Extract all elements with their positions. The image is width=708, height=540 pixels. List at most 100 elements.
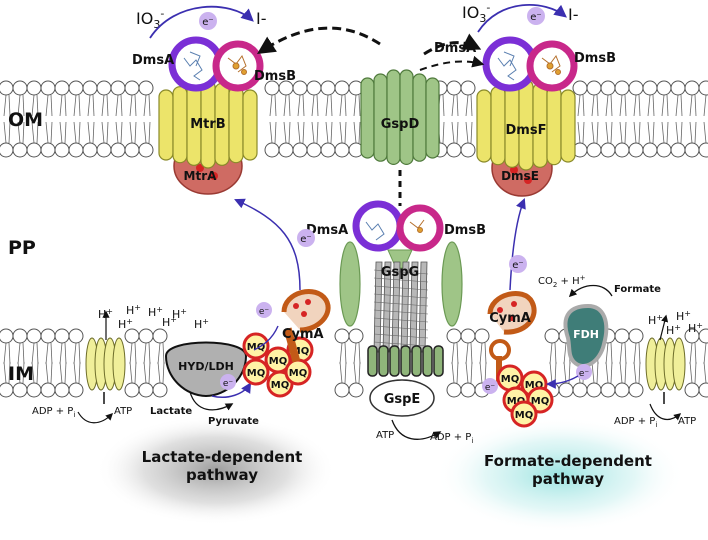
im-lipid-tail [3,342,7,365]
im-lipid-head [152,382,168,398]
im-lipid-tail [17,361,21,384]
im-lipid-head [446,382,462,398]
gsp-base-subunit [411,345,422,377]
gspg-stripe [373,341,429,347]
im-lipid-tail [148,342,151,365]
im-lipid-head [586,382,602,398]
om-lipid-head [12,142,28,158]
im-lipid-tail [563,342,567,365]
mq-label: MQ [525,380,543,391]
om-lipid-tail [87,121,91,144]
im-lipid-tail [31,342,35,365]
im-lipid-tail [36,361,39,384]
barrel-strand [425,77,440,159]
om-lipid-tail [344,94,347,117]
om-lipid-head [586,142,602,158]
om-lipid-tail [325,94,329,117]
mtrb-porin [158,79,258,169]
om-lipid-head [642,80,658,96]
im-lipid-tail [549,361,553,384]
om-lipid-head [572,80,588,96]
om-lipid-tail [652,94,655,117]
om-lipid-tail [694,94,697,117]
formate-label: Formate [614,284,661,295]
svg-text:H+: H+ [162,315,177,329]
hyd-electron [220,374,236,390]
om-lipid-tail [92,121,95,144]
left-reduction-arrow [149,5,254,39]
im-lipid-tail [339,361,343,384]
im-lipid-tail [479,361,483,384]
im-lipid-tail [451,361,455,384]
barrel-strand [360,77,375,159]
om-lipid-head [82,142,98,158]
om-lipid-tail [73,121,77,144]
om-lipid-head [446,80,462,96]
svg-text:H+: H+ [126,303,141,317]
hyd-ldh-enzyme: HYD/LDH Lactate Pyruvate e⁻ [150,341,259,427]
svg-text:H+: H+ [118,317,133,331]
export-arrow-left [256,26,381,54]
im-lipid-tail [64,342,67,365]
om-lipid-tail [302,121,305,144]
im-lipid-head [698,328,708,344]
om-lipid-head [124,80,140,96]
om-lipid-tail [451,121,455,144]
dmsf-porin [476,79,576,171]
im-lipid-tail [157,342,161,365]
om-lipid-head [460,80,476,96]
im-lipid-tail [134,361,137,384]
om-lipid-tail [3,121,7,144]
om-lipid-tail [619,121,623,144]
im-lipid-tail [633,361,637,384]
im-lipid-tail [456,342,459,365]
pp-dmsb-label: DmsB [444,223,486,238]
om-lipid-tail [59,121,63,144]
right-iodate-label: IO3- [462,1,490,25]
im-lipid-head [26,328,42,344]
im-lipid-head [68,382,84,398]
im-lipid-tail [605,361,609,384]
mq-label: MQ [501,374,519,385]
right-protons: H+ H+ H+ H+ [648,309,703,337]
im-lipid-head [138,382,154,398]
label-im: IM [8,363,34,385]
om-lipid-tail [134,121,137,144]
svg-text:H+: H+ [648,313,663,327]
om-lipid-head [124,142,140,158]
left-cyma-electron-label: e⁻ [259,307,270,317]
om-lipid-head [96,80,112,96]
im-lipid-head [348,382,364,398]
gsp-left-arm [339,241,361,327]
om-lipid-tail [8,121,11,144]
formate-pathway-glow [435,417,685,533]
im-lipid-head [12,328,28,344]
om-lipid-head [670,80,686,96]
om-lipid-tail [120,121,123,144]
im-lipid-head [68,328,84,344]
im-lipid-tail [45,361,49,384]
im-lipid-head [124,328,140,344]
im-lipid-head [152,328,168,344]
im-lipid-head [628,382,644,398]
gspe-atpase [369,379,435,417]
om-lipid-tail [297,94,301,117]
im-lipid-tail [59,342,63,365]
om-lipid-tail [17,94,21,117]
om-lipid-head [40,80,56,96]
gsp-base-subunit [378,345,389,377]
im-lipid-head [334,382,350,398]
om-lipid-tail [31,94,35,117]
right-atp-label: ATP [678,416,696,427]
svg-text:H+: H+ [98,307,113,321]
om-lipid-head [698,80,708,96]
im-lipid-tail [470,361,473,384]
im-lipid-tail [73,342,77,365]
left-cyma-electron [256,302,272,318]
im-lipid-tail [129,342,133,365]
om-lipid-tail [134,94,137,117]
mtrb-label: MtrB [190,117,225,132]
om-lipid-tail [8,94,11,117]
export-arrow-right [423,33,482,56]
